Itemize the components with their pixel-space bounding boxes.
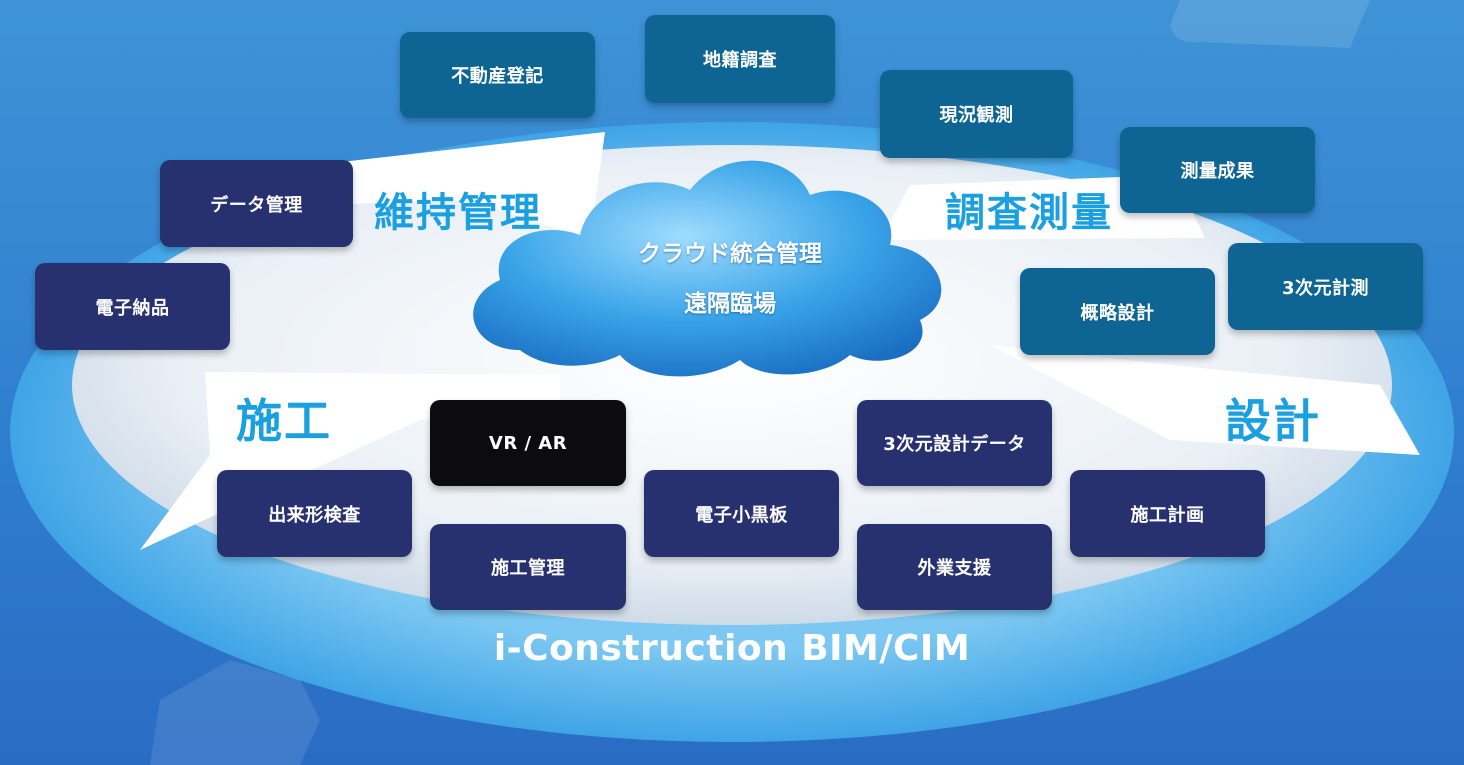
cloud-shape: [473, 160, 942, 377]
corner-decoration: [1170, 0, 1370, 48]
tile-data-management[interactable]: データ管理: [160, 160, 353, 247]
tile-cadastral-survey[interactable]: 地籍調査: [645, 15, 835, 103]
tile-3d-measurement[interactable]: 3次元計測: [1228, 243, 1423, 330]
cloud-title: クラウド統合管理: [638, 241, 822, 267]
tile-current-observation[interactable]: 現況観測: [880, 70, 1073, 158]
design-callout: [990, 345, 1420, 455]
tile-real-estate-registration[interactable]: 不動産登記: [400, 32, 595, 118]
phase-label-construction: 施工: [236, 394, 332, 448]
phase-label-survey: 調査測量: [945, 190, 1113, 236]
tile-survey-results[interactable]: 測量成果: [1120, 127, 1315, 213]
tile-vr-ar[interactable]: VR / AR: [430, 400, 626, 486]
tile-electronic-delivery[interactable]: 電子納品: [35, 263, 230, 350]
phase-label-design: 設計: [1225, 394, 1321, 448]
excavator-silhouette: [150, 660, 320, 765]
cloud-subtitle: 遠隔臨場: [684, 291, 776, 317]
tile-as-built-inspection[interactable]: 出来形検査: [217, 470, 412, 557]
tile-construction-plan[interactable]: 施工計画: [1070, 470, 1265, 557]
tile-3d-design-data[interactable]: 3次元設計データ: [857, 400, 1052, 486]
tile-construction-management[interactable]: 施工管理: [430, 524, 626, 610]
phase-label-maintenance: 維持管理: [374, 190, 542, 236]
tile-electronic-blackboard[interactable]: 電子小黒板: [644, 470, 839, 557]
maintenance-callout: [315, 132, 605, 240]
tile-rough-design[interactable]: 概略設計: [1020, 268, 1215, 355]
tile-field-work-support[interactable]: 外業支援: [857, 524, 1052, 610]
footer-title: i-Construction BIM/CIM: [493, 628, 971, 669]
